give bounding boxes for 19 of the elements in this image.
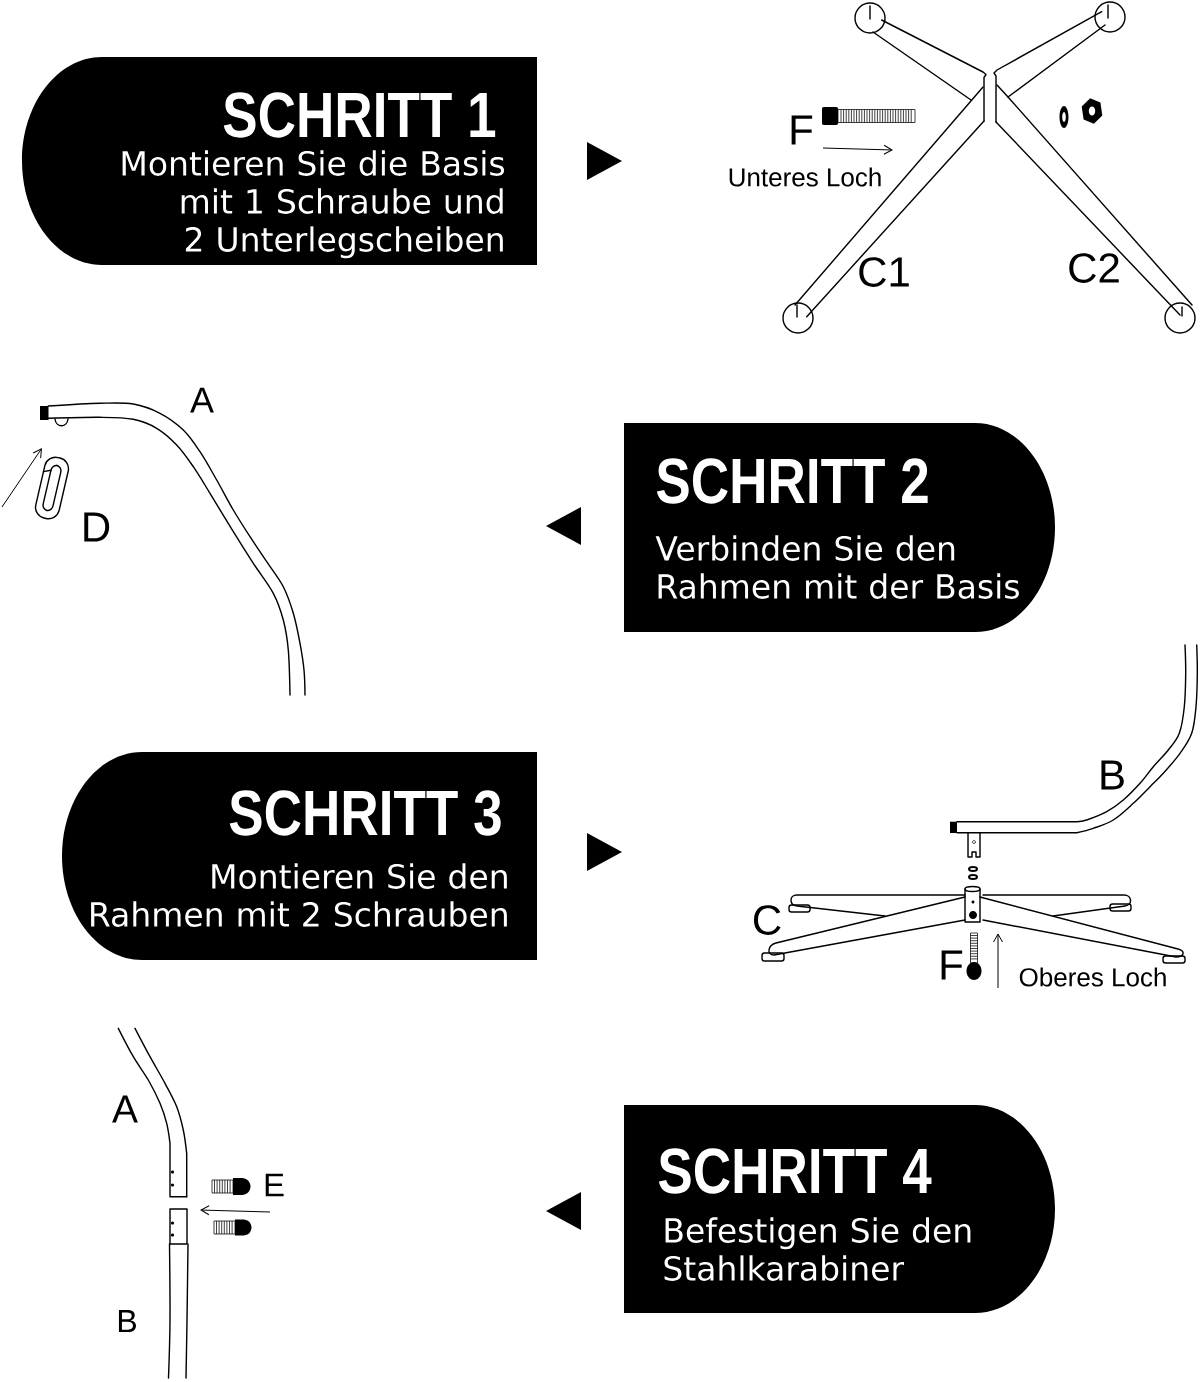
hole-note: Oberes Loch	[1019, 967, 1166, 987]
hole-note: Unteres Loch	[729, 167, 881, 187]
part-letter: E	[265, 1173, 284, 1197]
part-letter: C	[754, 905, 781, 935]
step-heading: SCHRITT 4	[658, 1148, 932, 1194]
step-instructions: Montieren Sie den Rahmen mit 2 Schrauben	[91, 863, 507, 927]
part-letter: C2	[1069, 253, 1119, 283]
step-instructions: Befestigen Sie den Stahlkarabiner	[664, 1217, 971, 1281]
part-letter: C1	[859, 257, 909, 287]
part-letter: F	[941, 950, 963, 980]
part-letter: B	[118, 1310, 136, 1332]
step-heading: SCHRITT 3	[229, 790, 501, 836]
step-instructions: Verbinden Sie den Rahmen mit der Basis	[655, 535, 1019, 599]
part-letter: F	[791, 115, 813, 145]
step-heading: SCHRITT 2	[656, 458, 928, 504]
part-letter: A	[112, 1095, 138, 1123]
step-heading: SCHRITT 1	[223, 92, 496, 138]
part-letter: B	[1101, 760, 1124, 790]
step-instructions: Montieren Sie die Basis mit 1 Schraube und 2 Unterlegscheiben	[122, 150, 505, 259]
